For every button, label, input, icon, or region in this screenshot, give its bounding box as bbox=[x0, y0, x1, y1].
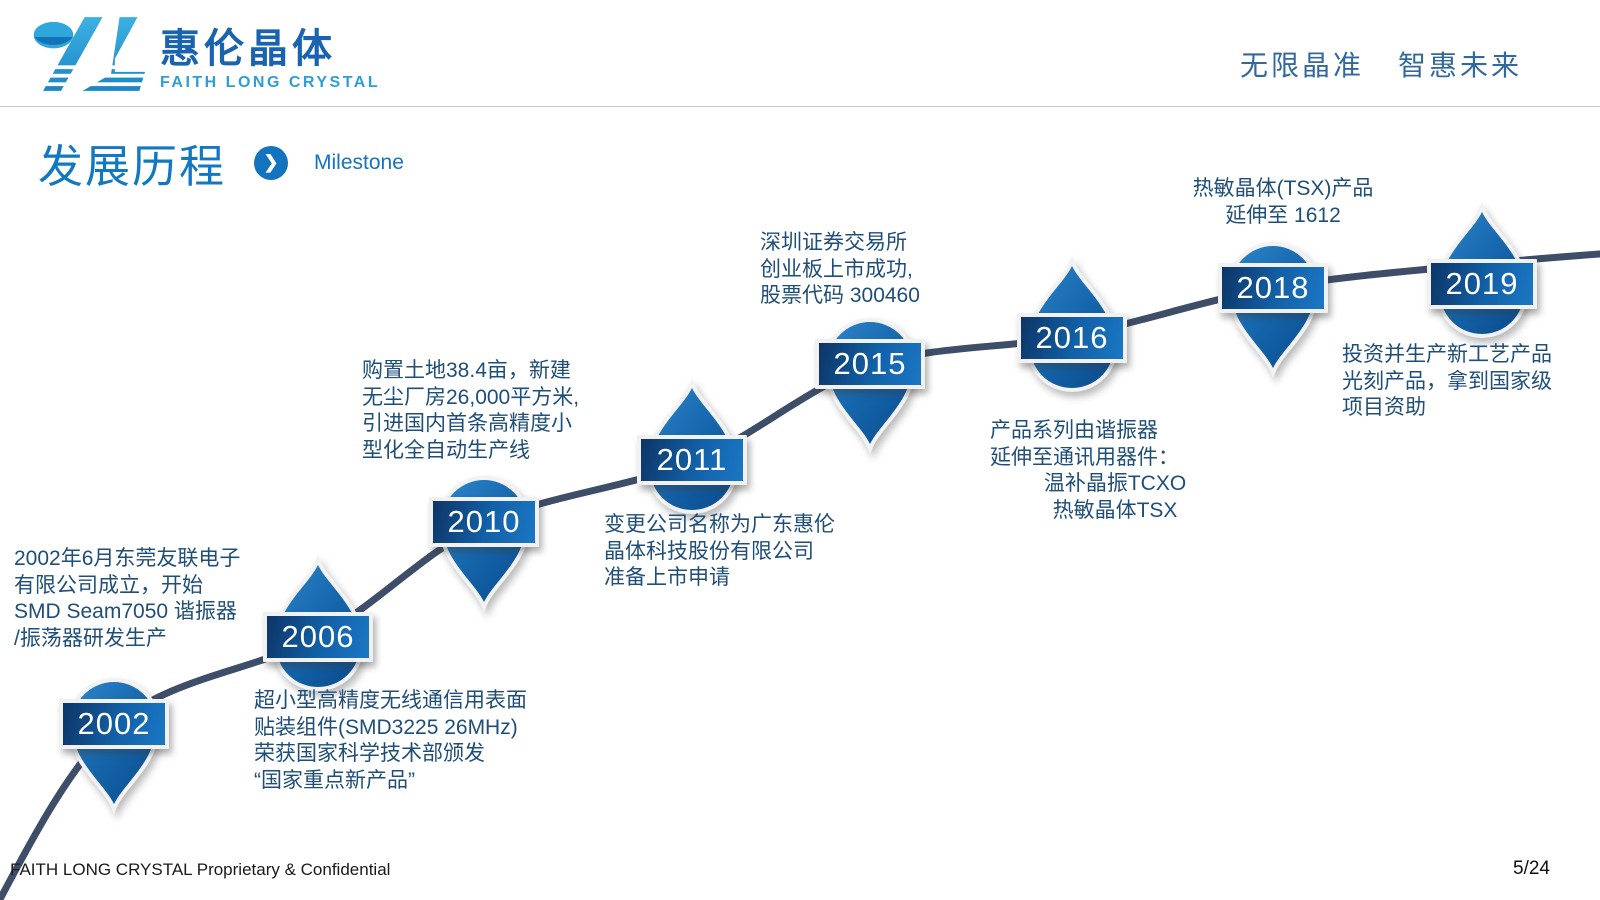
milestone-description-line: 购置土地38.4亩，新建 bbox=[362, 359, 571, 382]
milestone-description-line: 变更公司名称为广东惠伦 bbox=[604, 513, 835, 536]
milestone-description-line: 热敏晶体TSX bbox=[1052, 498, 1178, 522]
milestone-year: 2011 bbox=[656, 442, 728, 477]
page-subtitle: Milestone bbox=[314, 150, 404, 174]
title-row: 发展历程 ❯ Milestone bbox=[38, 130, 404, 195]
company-slogan: 无限晶准 智惠未来 bbox=[1240, 44, 1522, 84]
milestone-description-2006: 超小型高精度无线通信用表面贴装组件(SMD3225 26MHz) 荣获国家科学技术… bbox=[254, 688, 566, 794]
milestone-description-line: 贴装组件(SMD3225 26MHz) bbox=[254, 715, 518, 739]
milestone-year: 2010 bbox=[447, 504, 521, 539]
milestone-description-line: 股票代码 300460 bbox=[760, 284, 920, 307]
milestone-description-2011: 变更公司名称为广东惠伦晶体科技股份有限公司准备上市申请 bbox=[604, 512, 856, 592]
milestone-description-2015: 深圳证券交易所创业板上市成功, 股票代码 300460 bbox=[760, 230, 992, 310]
milestone-description-line: 项目资助 bbox=[1342, 396, 1426, 419]
milestone-description-line: 引进国内首条高精度小 bbox=[362, 412, 572, 435]
milestone-marker-2015: 2015 bbox=[815, 309, 925, 454]
milestone-year-badge: 2010 bbox=[429, 497, 539, 547]
milestone-description-line: “国家重点新产品” bbox=[254, 768, 415, 792]
milestone-marker-2011: 2011 bbox=[637, 378, 747, 523]
milestone-description-2002: 2002年6月东莞友联电子有限公司成立，开始 SMD Seam7050 谐振器/振… bbox=[14, 546, 278, 652]
header-divider bbox=[0, 106, 1600, 107]
milestone-description-line: 荣获国家科学技术部颁发 bbox=[254, 742, 485, 765]
milestone-description-line: 产品系列由谐振器 bbox=[990, 419, 1158, 442]
milestone-description-2019: 投资并生产新工艺产品光刻产品，拿到国家级项目资助 bbox=[1342, 342, 1590, 422]
milestone-description-line: /振荡器研发生产 bbox=[14, 626, 167, 650]
milestone-year-badge: 2015 bbox=[815, 339, 925, 389]
chevron-right-icon: ❯ bbox=[254, 145, 289, 180]
milestone-description-line: 深圳证券交易所 bbox=[760, 231, 907, 254]
milestone-year-badge: 2016 bbox=[1017, 313, 1127, 363]
milestone-year: 2018 bbox=[1236, 270, 1310, 305]
faith-long-crystal-logo-icon bbox=[33, 17, 146, 91]
slogan-right: 智惠未来 bbox=[1397, 50, 1522, 81]
milestone-year: 2019 bbox=[1445, 266, 1519, 301]
milestone-description-line: 投资并生产新工艺产品 bbox=[1342, 343, 1552, 366]
milestone-year: 2016 bbox=[1035, 320, 1109, 355]
company-logo: 惠伦晶体 FAITH LONG CRYSTAL bbox=[28, 14, 380, 94]
slogan-left: 无限晶准 bbox=[1239, 50, 1364, 81]
milestone-marker-2006: 2006 bbox=[263, 555, 373, 700]
logo-title-zh: 惠伦晶体 bbox=[160, 27, 336, 71]
milestone-description-line: 延伸至 1612 bbox=[1225, 203, 1341, 227]
milestone-description-2016: 产品系列由谐振器延伸至通讯用器件： 温补晶振TCXO 热敏晶体TSX bbox=[990, 418, 1240, 524]
milestone-marker-2010: 2010 bbox=[429, 467, 539, 612]
milestone-description-line: 温补晶振TCXO bbox=[1043, 472, 1187, 495]
milestone-description-2018: 热敏晶体(TSX)产品延伸至 1612 bbox=[1158, 176, 1408, 229]
milestone-marker-2002: 2002 bbox=[59, 669, 169, 814]
milestone-year: 2006 bbox=[281, 619, 355, 654]
milestone-year: 2015 bbox=[833, 346, 907, 381]
milestone-year-badge: 2002 bbox=[59, 699, 169, 749]
milestone-description-line: 延伸至通讯用器件： bbox=[990, 445, 1179, 469]
milestone-year-badge: 2011 bbox=[637, 435, 747, 485]
milestone-year: 2002 bbox=[77, 706, 151, 741]
milestone-marker-2016: 2016 bbox=[1017, 256, 1127, 401]
footer-confidential-text: FAITH LONG CRYSTAL Proprietary & Confide… bbox=[10, 860, 391, 879]
milestone-description-line: 2002年6月东莞友联电子 bbox=[14, 547, 241, 570]
milestone-description-line: 创业板上市成功, bbox=[760, 257, 913, 281]
milestone-description-line: 准备上市申请 bbox=[604, 566, 730, 589]
milestone-year-badge: 2006 bbox=[263, 612, 373, 662]
milestone-description-line: 超小型高精度无线通信用表面 bbox=[254, 689, 527, 712]
milestone-marker-2018: 2018 bbox=[1218, 233, 1328, 378]
milestone-description-line: 型化全自动生产线 bbox=[362, 438, 530, 462]
milestone-marker-2019: 2019 bbox=[1427, 202, 1537, 347]
milestone-description-2010: 购置土地38.4亩，新建无尘厂房26,000平方米, 引进国内首条高精度小型化全自… bbox=[362, 358, 624, 464]
page-title: 发展历程 bbox=[38, 141, 227, 192]
milestone-year-badge: 2018 bbox=[1218, 263, 1328, 313]
milestone-description-line: 热敏晶体(TSX)产品 bbox=[1192, 177, 1374, 200]
page-number: 5/24 bbox=[1513, 858, 1550, 879]
logo-title-en: FAITH LONG CRYSTAL bbox=[160, 74, 381, 91]
slide-header: 惠伦晶体 FAITH LONG CRYSTAL 无限晶准 智惠未来 bbox=[0, 0, 1600, 106]
milestone-description-line: 晶体科技股份有限公司 bbox=[604, 539, 814, 563]
milestone-description-line: 有限公司成立，开始 bbox=[14, 573, 203, 597]
milestone-description-line: 光刻产品，拿到国家级 bbox=[1342, 369, 1552, 393]
milestone-description-line: SMD Seam7050 谐振器 bbox=[14, 600, 237, 623]
milestone-year-badge: 2019 bbox=[1427, 259, 1537, 309]
milestone-description-line: 无尘厂房26,000平方米, bbox=[362, 385, 580, 409]
